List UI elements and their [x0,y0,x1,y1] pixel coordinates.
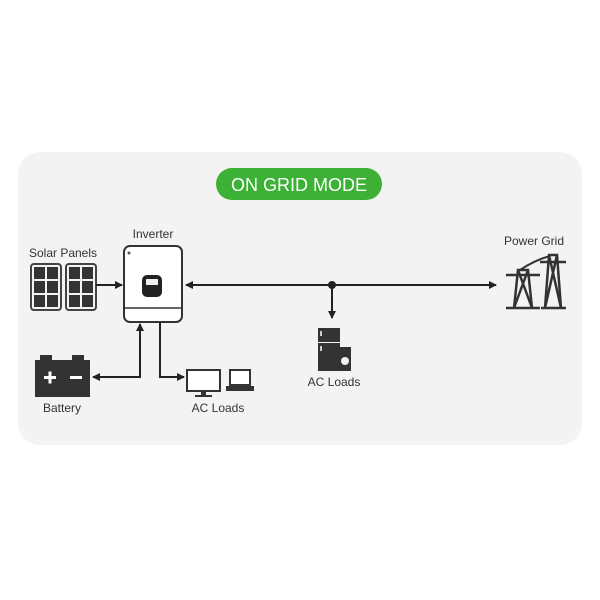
solar-label: Solar Panels [29,246,97,260]
fridge-washer-icon [318,328,351,371]
mode-badge: ON GRID MODE [216,168,382,200]
laptop-icon [226,369,254,391]
junction-dot [328,281,336,289]
power-tower-icon [506,253,566,310]
grid-label: Power Grid [504,234,564,248]
inverter-icon [123,245,183,323]
battery-icon [35,355,90,397]
monitor-icon [186,369,221,397]
solar-panel-icon [30,263,97,311]
connection-lines [92,281,497,381]
mode-title: ON GRID MODE [231,175,367,195]
inverter-label: Inverter [133,227,174,241]
battery-label: Battery [43,401,81,415]
ac-loads-local-label: AC Loads [192,401,245,415]
ac-loads-grid-label: AC Loads [308,375,361,389]
